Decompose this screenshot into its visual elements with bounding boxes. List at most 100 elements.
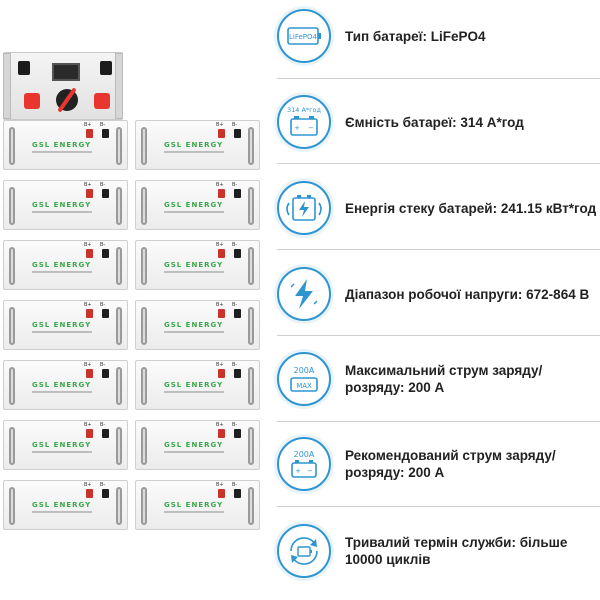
brand-logo: GSL ENERGY [164, 441, 224, 449]
svg-text:−: − [308, 124, 314, 132]
positive-label: B+ [216, 122, 224, 128]
model-text-line [32, 271, 92, 273]
svg-text:314 А*год: 314 А*год [287, 106, 322, 114]
bms-terminal-left [24, 93, 40, 109]
module-handle [141, 367, 147, 405]
negative-label: B- [232, 302, 238, 308]
model-text-line [164, 211, 224, 213]
divider [277, 78, 600, 79]
model-text-line [164, 451, 224, 453]
svg-text:MAX: MAX [296, 382, 312, 390]
brand-logo: GSL ENERGY [32, 441, 92, 449]
brand-logo: GSL ENERGY [164, 261, 224, 269]
module-handle [248, 247, 254, 285]
brand-logo: GSL ENERGY [164, 141, 224, 149]
negative-terminal [102, 129, 109, 138]
spec-label: Енергія стеку батарей: 241.15 кВт*год [345, 200, 597, 216]
battery-module: B+ B- GSL ENERGY [135, 120, 260, 170]
positive-label: B+ [84, 242, 92, 248]
positive-label: B+ [84, 422, 92, 428]
lightning-voltage-icon [277, 267, 331, 321]
svg-text:+: + [294, 124, 300, 132]
battery-module: B+ B- GSL ENERGY [135, 240, 260, 290]
negative-label: B- [232, 122, 238, 128]
positive-label: B+ [216, 242, 224, 248]
positive-terminal [218, 189, 225, 198]
positive-label: B+ [216, 182, 224, 188]
model-text-line [164, 271, 224, 273]
model-text-line [32, 151, 92, 153]
model-text-line [164, 151, 224, 153]
svg-text:200A: 200A [294, 366, 315, 375]
spec-service-life: Тривалий термін служби: більше 10000 цик… [277, 524, 597, 586]
spec-label: Діапазон робочої напруги: 672-864 В [345, 286, 590, 302]
positive-terminal [86, 189, 93, 198]
module-handle [9, 187, 15, 225]
svg-text:200A: 200A [294, 450, 315, 459]
module-handle [116, 127, 122, 165]
divider [277, 163, 600, 164]
module-handle [248, 487, 254, 525]
brand-logo: GSL ENERGY [164, 201, 224, 209]
module-handle [141, 427, 147, 465]
battery-stack-energy-icon [277, 181, 331, 235]
module-handle [116, 307, 122, 345]
spec-voltage-range: Діапазон робочої напруги: 672-864 В [277, 267, 597, 329]
module-handle [9, 427, 15, 465]
module-handle [9, 367, 15, 405]
module-handle [141, 247, 147, 285]
negative-label: B- [232, 242, 238, 248]
svg-text:−: − [307, 467, 313, 475]
battery-module: B+B-GSL ENERGY [135, 300, 260, 350]
positive-terminal [86, 369, 93, 378]
positive-terminal [86, 129, 93, 138]
negative-terminal [234, 189, 241, 198]
negative-label: B- [100, 182, 106, 188]
module-handle [248, 307, 254, 345]
module-handle [248, 127, 254, 165]
brand-logo: GSL ENERGY [32, 141, 92, 149]
positive-terminal [86, 429, 93, 438]
module-handle [9, 307, 15, 345]
battery-module: B+B-GSL ENERGY [3, 240, 128, 290]
spec-max-current: 200A MAX Максимальний струм заряду/розря… [277, 352, 597, 414]
model-text-line [32, 331, 92, 333]
divider [277, 249, 600, 250]
battery-rack-image: B+ B- GSL ENERGY B+ B- GSL ENERGY B+ B- GSL ENER… [0, 0, 262, 600]
negative-terminal [102, 489, 109, 498]
negative-label: B- [232, 422, 238, 428]
spec-recommended-current: 200A + − Рекомендований струм заряду/роз… [277, 437, 597, 499]
positive-label: B+ [84, 122, 92, 128]
positive-label: B+ [84, 302, 92, 308]
brand-logo: GSL ENERGY [32, 261, 92, 269]
model-text-line [32, 511, 92, 513]
negative-terminal [102, 369, 109, 378]
module-handle [116, 367, 122, 405]
positive-label: B+ [84, 482, 92, 488]
negative-terminal [234, 129, 241, 138]
module-handle [116, 187, 122, 225]
positive-label: B+ [216, 482, 224, 488]
recommended-current-icon: 200A + − [277, 437, 331, 491]
negative-label: B- [100, 302, 106, 308]
battery-module: B+B-GSL ENERGY [3, 360, 128, 410]
module-handle [248, 367, 254, 405]
negative-terminal [102, 309, 109, 318]
battery-capacity-icon: 314 А*год + − [277, 95, 331, 149]
spec-label: Рекомендований струм заряду/розряду: 200… [345, 448, 556, 480]
positive-terminal [86, 249, 93, 258]
spec-capacity: 314 А*год + − Ємність батареї: 314 А*год [277, 95, 597, 157]
spec-label: Тривалий термін служби: більше 10000 цик… [345, 535, 568, 567]
spec-battery-type: LiFePO4 Тип батареї: LiFePO4 [277, 9, 597, 71]
positive-terminal [218, 249, 225, 258]
positive-label: B+ [84, 362, 92, 368]
positive-label: B+ [216, 302, 224, 308]
battery-module: B+B-GSL ENERGY [3, 480, 128, 530]
battery-cycle-icon [277, 524, 331, 578]
brand-logo: GSL ENERGY [32, 201, 92, 209]
model-text-line [32, 451, 92, 453]
bms-display [52, 63, 80, 81]
positive-terminal [218, 129, 225, 138]
negative-label: B- [100, 122, 106, 128]
spec-stack-energy: Енергія стеку батарей: 241.15 кВт*год [277, 181, 597, 243]
